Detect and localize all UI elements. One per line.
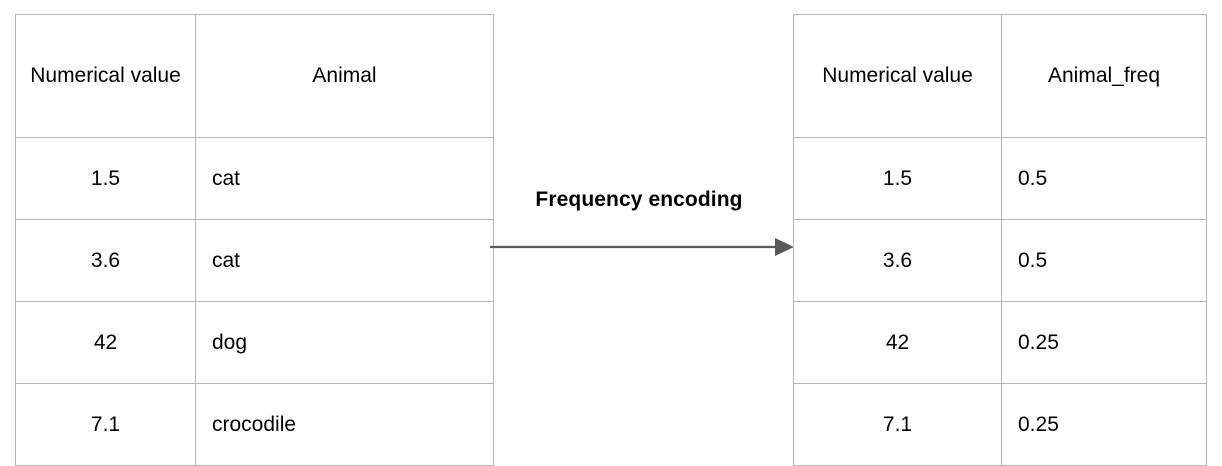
cell-animal: dog <box>195 301 494 384</box>
table-header-row: Numerical value Animal_freq <box>793 14 1207 138</box>
cell-animal: crocodile <box>195 383 494 466</box>
transform-annotation: Frequency encoding <box>489 188 794 263</box>
cell-numerical-value: 3.6 <box>15 219 196 302</box>
transform-label: Frequency encoding <box>535 188 743 211</box>
arrow-right-icon <box>490 238 794 256</box>
column-header-numerical-value: Numerical value <box>15 14 196 138</box>
cell-numerical-value: 42 <box>15 301 196 384</box>
column-header-animal-freq: Animal_freq <box>1001 14 1207 138</box>
cell-numerical-value: 1.5 <box>793 137 1002 220</box>
table-header-row: Numerical value Animal <box>15 14 494 138</box>
cell-numerical-value: 7.1 <box>793 383 1002 466</box>
cell-animal-freq: 0.5 <box>1001 137 1207 220</box>
cell-numerical-value: 3.6 <box>793 219 1002 302</box>
output-table: Numerical value Animal_freq 1.5 0.5 3.6 … <box>793 14 1207 466</box>
cell-animal-freq: 0.5 <box>1001 219 1207 302</box>
cell-animal-freq: 0.25 <box>1001 383 1207 466</box>
table-row: 3.6 cat <box>15 219 494 302</box>
table-row: 1.5 cat <box>15 137 494 220</box>
cell-animal: cat <box>195 219 494 302</box>
column-header-numerical-value: Numerical value <box>793 14 1002 138</box>
table-row: 7.1 0.25 <box>793 383 1207 466</box>
cell-numerical-value: 7.1 <box>15 383 196 466</box>
table-row: 1.5 0.5 <box>793 137 1207 220</box>
table-row: 7.1 crocodile <box>15 383 494 466</box>
input-table: Numerical value Animal 1.5 cat 3.6 cat 4… <box>15 14 494 466</box>
cell-animal: cat <box>195 137 494 220</box>
cell-animal-freq: 0.25 <box>1001 301 1207 384</box>
column-header-animal: Animal <box>195 14 494 138</box>
table-row: 42 0.25 <box>793 301 1207 384</box>
table-row: 3.6 0.5 <box>793 219 1207 302</box>
cell-numerical-value: 42 <box>793 301 1002 384</box>
cell-numerical-value: 1.5 <box>15 137 196 220</box>
table-row: 42 dog <box>15 301 494 384</box>
